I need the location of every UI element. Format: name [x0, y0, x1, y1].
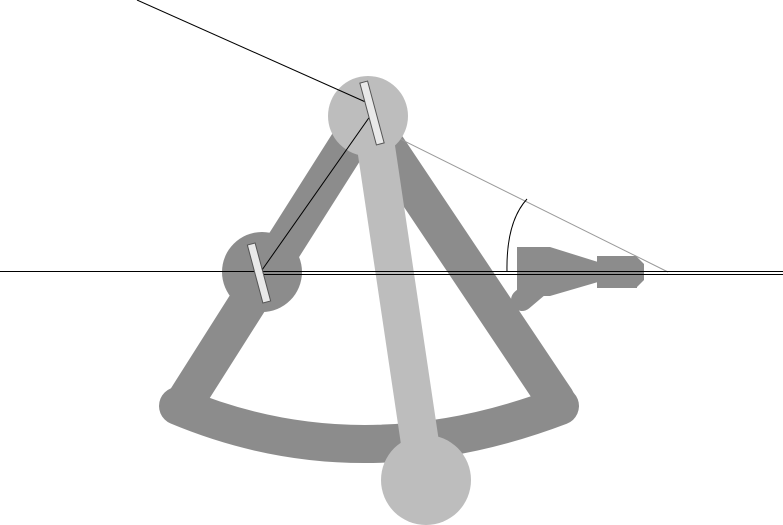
sight-line	[377, 127, 669, 273]
reflected-ray	[261, 111, 374, 271]
vernier-disc	[381, 435, 471, 525]
horizon-line	[0, 271, 783, 275]
frame-right-strut	[347, 97, 575, 419]
index-mirror	[359, 80, 385, 146]
angle-arc	[506, 198, 528, 273]
pivot-disc	[328, 76, 408, 156]
horizon-mirror	[246, 242, 272, 304]
frame-arc	[159, 387, 579, 463]
index-arm	[353, 117, 443, 473]
incoming-ray	[136, 0, 371, 105]
